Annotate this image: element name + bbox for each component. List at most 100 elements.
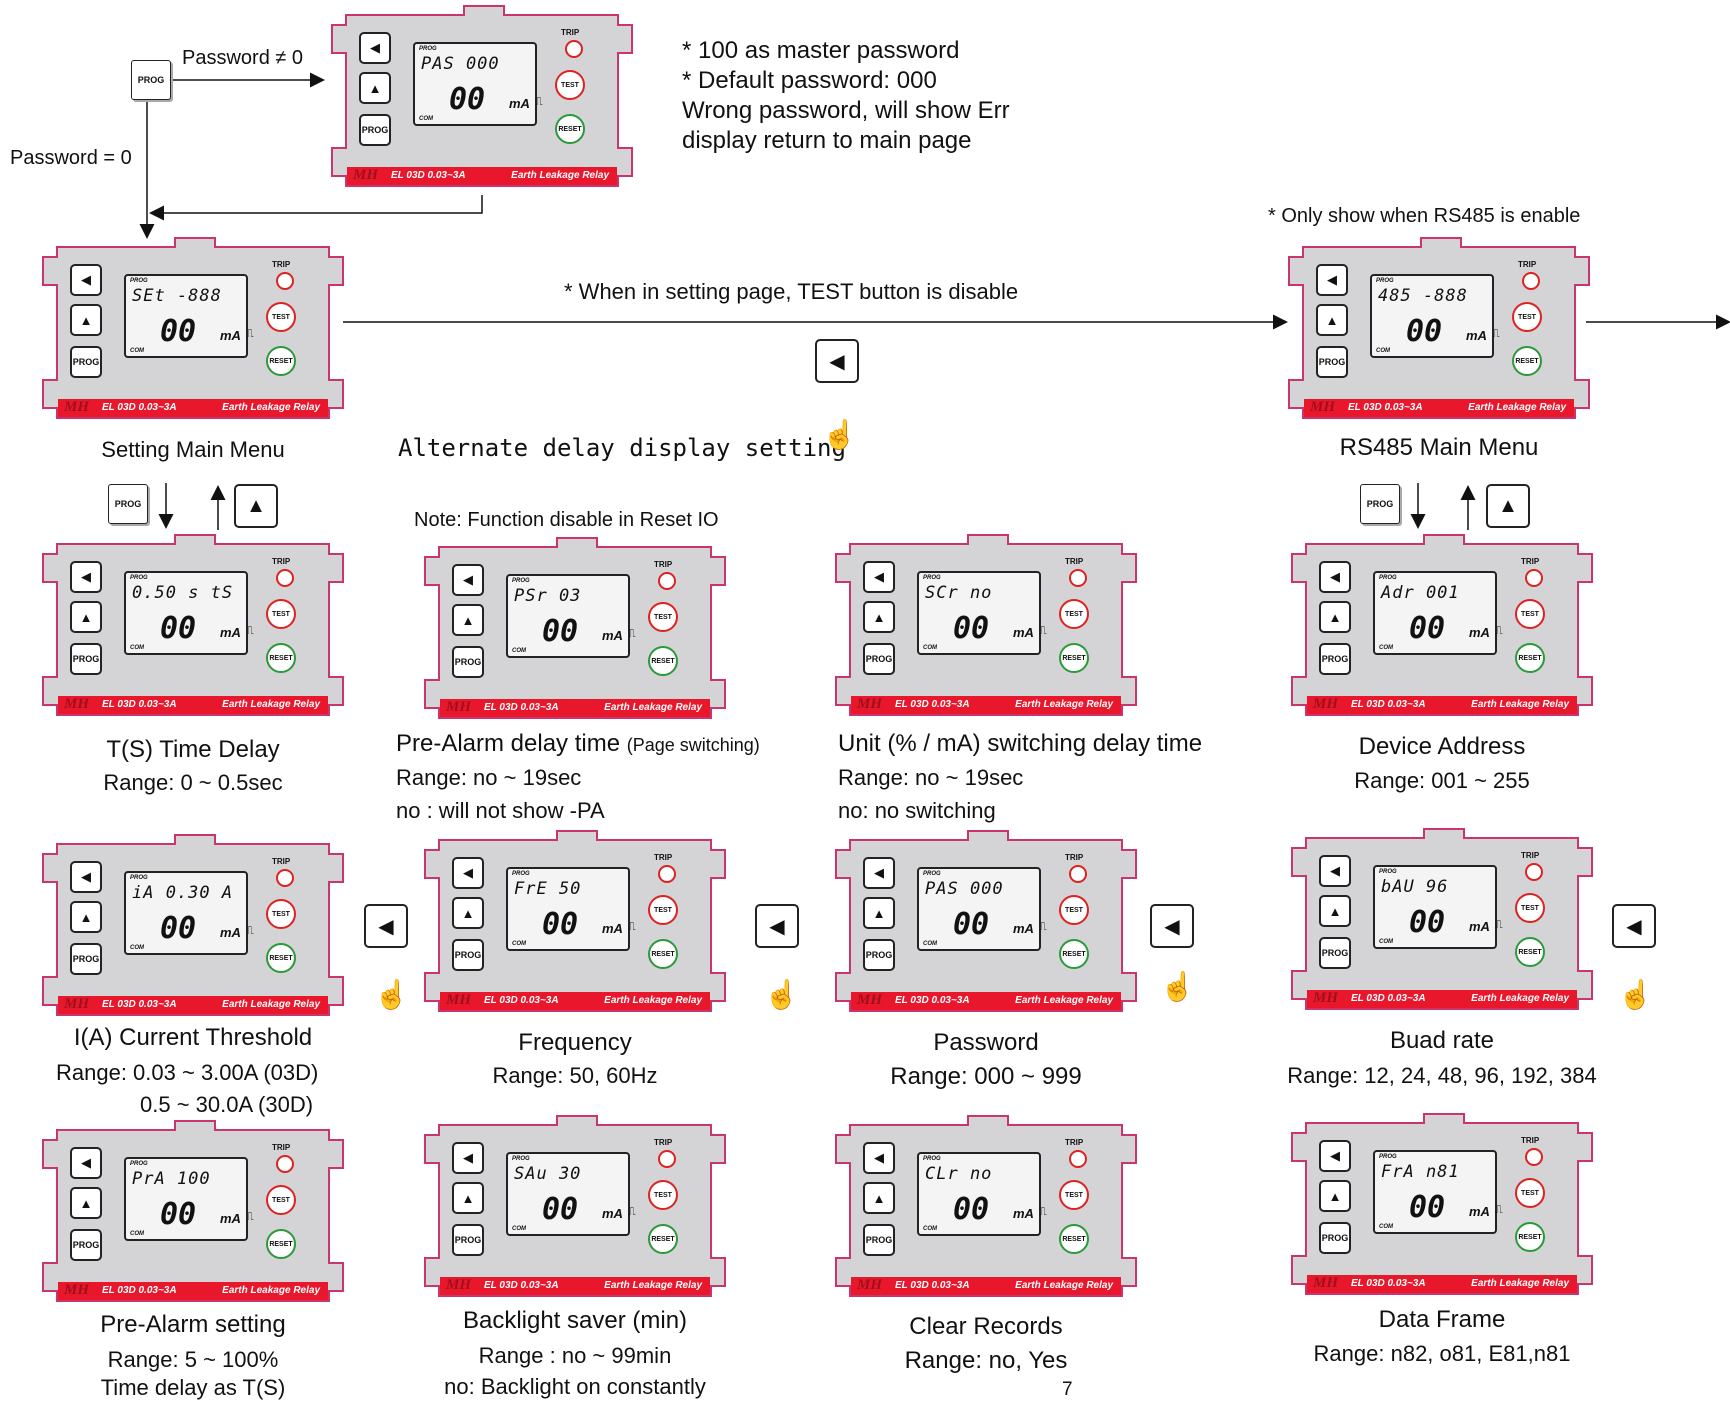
reset-button[interactable]: RESET (648, 939, 678, 969)
reset-button[interactable]: RESET (1059, 643, 1089, 673)
left-arrow-key[interactable]: ◀ (815, 339, 859, 383)
prog-button[interactable]: PROG (70, 1229, 102, 1261)
test-button[interactable]: TEST (266, 1185, 296, 1215)
up-button[interactable]: ▲ (70, 304, 102, 336)
up-button[interactable]: ▲ (452, 604, 484, 636)
reset-button[interactable]: RESET (266, 346, 296, 376)
test-button[interactable]: TEST (1515, 893, 1545, 923)
test-button[interactable]: TEST (648, 895, 678, 925)
up-button[interactable]: ▲ (359, 72, 391, 104)
reset-button[interactable]: RESET (1515, 937, 1545, 967)
reset-button[interactable]: RESET (1515, 643, 1545, 673)
prog-button[interactable]: PROG (452, 939, 484, 971)
test-button[interactable]: TEST (555, 70, 585, 100)
left-button[interactable]: ◀ (452, 1142, 484, 1174)
up-arrow-key[interactable]: ▲ (234, 484, 278, 528)
reset-button[interactable]: RESET (266, 943, 296, 973)
prog-key[interactable]: PROG (108, 484, 148, 524)
left-button[interactable]: ◀ (1316, 264, 1348, 296)
reset-button[interactable]: RESET (648, 1224, 678, 1254)
device-frame: ◀ ▲ PROG PROG 0.50 s tS 00 mA COM TRIP T… (42, 534, 344, 716)
test-button[interactable]: TEST (1515, 1178, 1545, 1208)
left-arrow-key[interactable]: ◀ (1150, 904, 1194, 948)
prog-button[interactable]: PROG (359, 114, 391, 146)
brand-logo: MH (64, 996, 90, 1012)
reset-button[interactable]: RESET (266, 643, 296, 673)
left-button[interactable]: ◀ (359, 32, 391, 64)
test-button[interactable]: TEST (1512, 302, 1542, 332)
waveform-icon: ⎍ (1495, 625, 1503, 637)
test-button[interactable]: TEST (266, 599, 296, 629)
frame-notch (967, 830, 1009, 841)
reset-button[interactable]: RESET (266, 1229, 296, 1259)
prog-button[interactable]: PROG (70, 643, 102, 675)
left-arrow-icon: ◀ (1626, 915, 1642, 938)
reset-button[interactable]: RESET (1059, 939, 1089, 969)
reset-button[interactable]: RESET (1515, 1222, 1545, 1252)
up-button[interactable]: ▲ (70, 601, 102, 633)
left-button[interactable]: ◀ (70, 561, 102, 593)
left-button[interactable]: ◀ (452, 564, 484, 596)
left-button[interactable]: ◀ (70, 1147, 102, 1179)
left-button[interactable]: ◀ (70, 264, 102, 296)
reset-button[interactable]: RESET (648, 646, 678, 676)
up-button[interactable]: ▲ (1319, 895, 1351, 927)
lcd-display: PROG CLr no 00 mA COM (917, 1152, 1041, 1236)
left-button[interactable]: ◀ (1319, 855, 1351, 887)
prog-button[interactable]: PROG (863, 1224, 895, 1256)
prog-button[interactable]: PROG (70, 346, 102, 378)
reset-button[interactable]: RESET (1059, 1224, 1089, 1254)
brand-logo: MH (446, 699, 472, 715)
test-button[interactable]: TEST (1059, 599, 1089, 629)
prog-key[interactable]: PROG (131, 60, 171, 100)
test-button[interactable]: TEST (266, 302, 296, 332)
up-button[interactable]: ▲ (70, 1187, 102, 1219)
lcd-prog-label: PROG (1379, 575, 1397, 581)
prog-button[interactable]: PROG (1319, 937, 1351, 969)
prog-button[interactable]: PROG (452, 646, 484, 678)
up-button[interactable]: ▲ (452, 1182, 484, 1214)
left-button[interactable]: ◀ (863, 561, 895, 593)
prog-key[interactable]: PROG (1360, 484, 1400, 524)
left-button[interactable]: ◀ (1319, 1140, 1351, 1172)
test-button[interactable]: TEST (1515, 599, 1545, 629)
up-button[interactable]: ▲ (1319, 601, 1351, 633)
test-label: TEST (654, 906, 672, 914)
up-button[interactable]: ▲ (70, 901, 102, 933)
reset-button[interactable]: RESET (1512, 346, 1542, 376)
left-arrow-key[interactable]: ◀ (364, 904, 408, 948)
up-button[interactable]: ▲ (452, 897, 484, 929)
prog-button[interactable]: PROG (70, 943, 102, 975)
up-button[interactable]: ▲ (863, 1182, 895, 1214)
left-arrow-key[interactable]: ◀ (1612, 904, 1656, 948)
up-button[interactable]: ▲ (1316, 304, 1348, 336)
product-name: Earth Leakage Relay (222, 1285, 320, 1296)
caption: Unit (% / mA) switching delay time (838, 730, 1203, 757)
test-button[interactable]: TEST (648, 602, 678, 632)
test-button[interactable]: TEST (1059, 895, 1089, 925)
prog-button[interactable]: PROG (863, 643, 895, 675)
frame-notch (556, 830, 598, 841)
up-arrow-icon: ▲ (1328, 609, 1342, 625)
test-button[interactable]: TEST (648, 1180, 678, 1210)
prog-button[interactable]: PROG (1319, 1222, 1351, 1254)
left-button[interactable]: ◀ (863, 1142, 895, 1174)
lcd-display: PROG 485 -888 00 mA COM (1370, 274, 1494, 358)
up-arrow-key[interactable]: ▲ (1486, 484, 1530, 528)
prog-button[interactable]: PROG (1316, 346, 1348, 378)
up-button[interactable]: ▲ (863, 897, 895, 929)
test-button[interactable]: TEST (266, 899, 296, 929)
reset-button[interactable]: RESET (555, 114, 585, 144)
left-arrow-key[interactable]: ◀ (755, 904, 799, 948)
prog-button[interactable]: PROG (863, 939, 895, 971)
up-button[interactable]: ▲ (1319, 1180, 1351, 1212)
left-button[interactable]: ◀ (863, 857, 895, 889)
left-button[interactable]: ◀ (452, 857, 484, 889)
left-button[interactable]: ◀ (1319, 561, 1351, 593)
test-button[interactable]: TEST (1059, 1180, 1089, 1210)
prog-button[interactable]: PROG (1319, 643, 1351, 675)
up-button[interactable]: ▲ (863, 601, 895, 633)
left-button[interactable]: ◀ (70, 861, 102, 893)
prog-button[interactable]: PROG (452, 1224, 484, 1256)
left-arrow-icon: ◀ (1330, 863, 1340, 878)
